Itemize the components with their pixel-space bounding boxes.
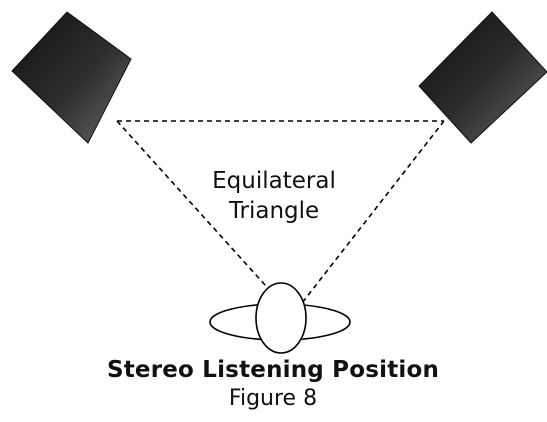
triangle-right-edge: [301, 120, 445, 304]
triangle-label: Equilateral Triangle: [174, 166, 374, 226]
caption-figure-number: Figure 8: [228, 386, 318, 411]
triangle-left-edge: [116, 120, 276, 297]
triangle-label-line-2: Triangle: [228, 198, 320, 224]
right-speaker-icon: [418, 11, 547, 144]
triangle-label-line-1: Equilateral: [212, 168, 336, 194]
caption-title: Stereo Listening Position: [106, 357, 440, 383]
listener-head: [255, 282, 307, 354]
triangle-lines: [116, 120, 445, 304]
left-speaker-icon: [11, 11, 132, 144]
listener-head-icon: [209, 282, 351, 354]
